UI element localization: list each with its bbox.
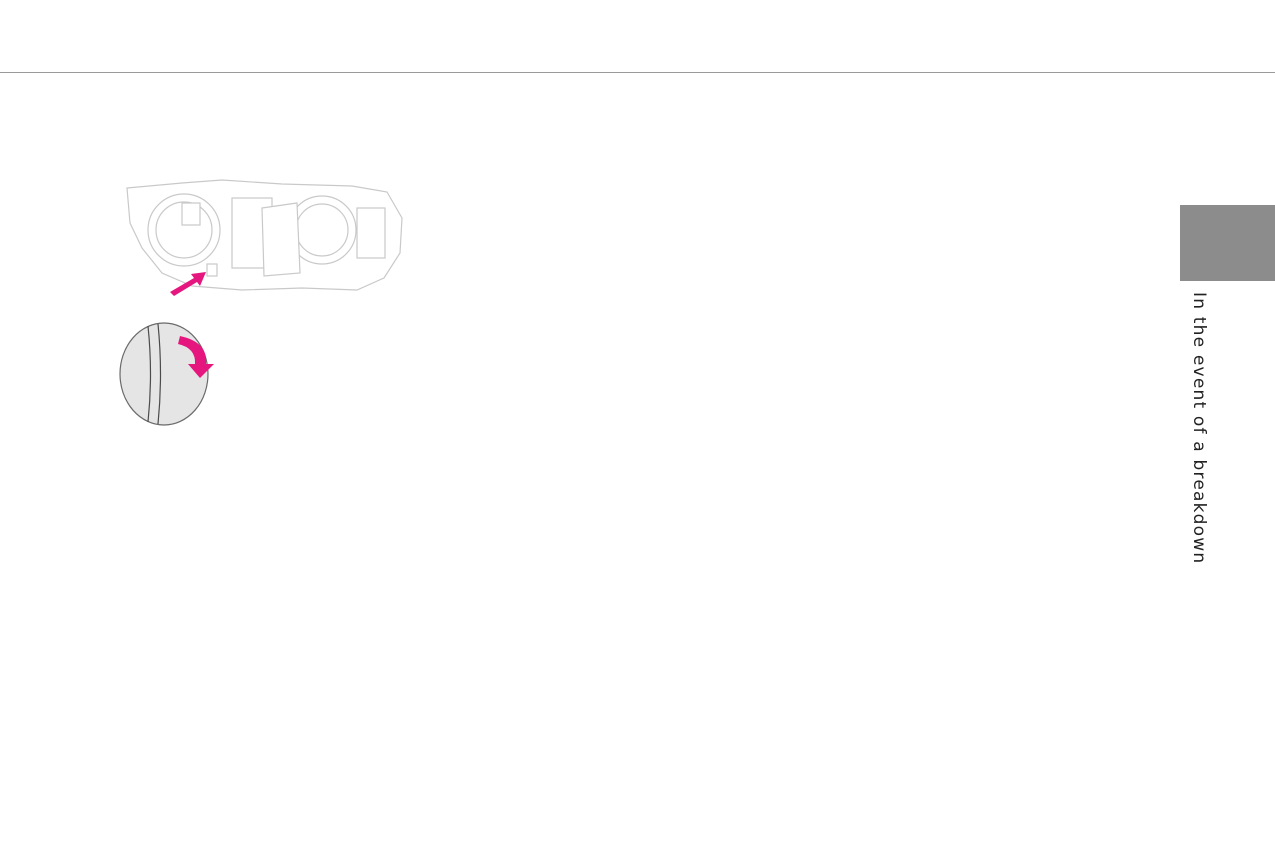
arrow-icon xyxy=(170,272,206,296)
chapter-label: In the event of a breakdown xyxy=(1189,292,1209,565)
chapter-tab[interactable] xyxy=(1180,205,1275,281)
top-rule xyxy=(0,72,1275,73)
headlamp-assembly-illustration-1 xyxy=(126,179,403,296)
rotating-cap-illustration xyxy=(119,322,214,426)
